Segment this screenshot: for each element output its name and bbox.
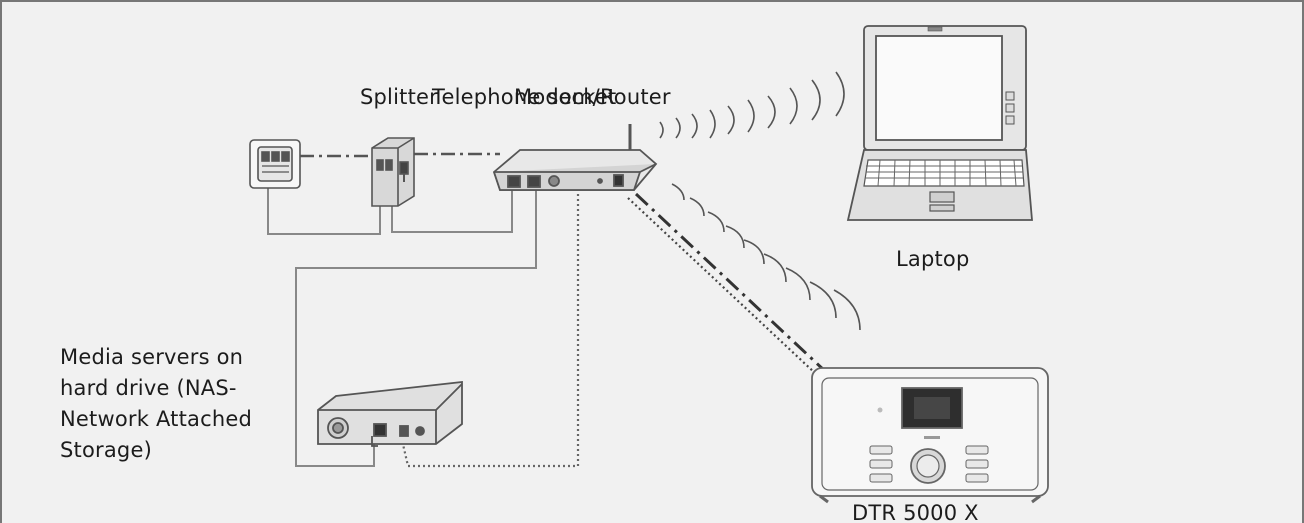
splitter-icon bbox=[371, 137, 415, 207]
label-splitter: Splitter bbox=[360, 85, 438, 109]
label-modem-router: Modem/Router bbox=[514, 85, 671, 109]
wifi-wave-icon bbox=[659, 71, 845, 139]
label-dtr-5000x: DTR 5000 X bbox=[852, 501, 979, 523]
radio-icon bbox=[811, 367, 1049, 504]
modem-router-icon bbox=[492, 124, 658, 191]
cable-socket-router bbox=[267, 185, 381, 235]
cable-router-nas bbox=[295, 190, 537, 467]
connection-lines bbox=[267, 152, 828, 468]
laptop-icon bbox=[846, 25, 1033, 221]
lan-cable-router-radio bbox=[634, 192, 828, 374]
wifi-wave-icon bbox=[671, 183, 861, 331]
telephone-socket-icon bbox=[249, 139, 301, 189]
label-laptop: Laptop bbox=[896, 247, 970, 271]
label-nas: Media servers on hard drive (NAS-Network… bbox=[60, 345, 252, 462]
nas-drive-icon bbox=[317, 380, 463, 447]
dotted-cable-router-nas bbox=[400, 194, 580, 468]
cable-splitter-router bbox=[391, 190, 513, 233]
label-telephone-socket: Telephone socket bbox=[432, 85, 617, 109]
